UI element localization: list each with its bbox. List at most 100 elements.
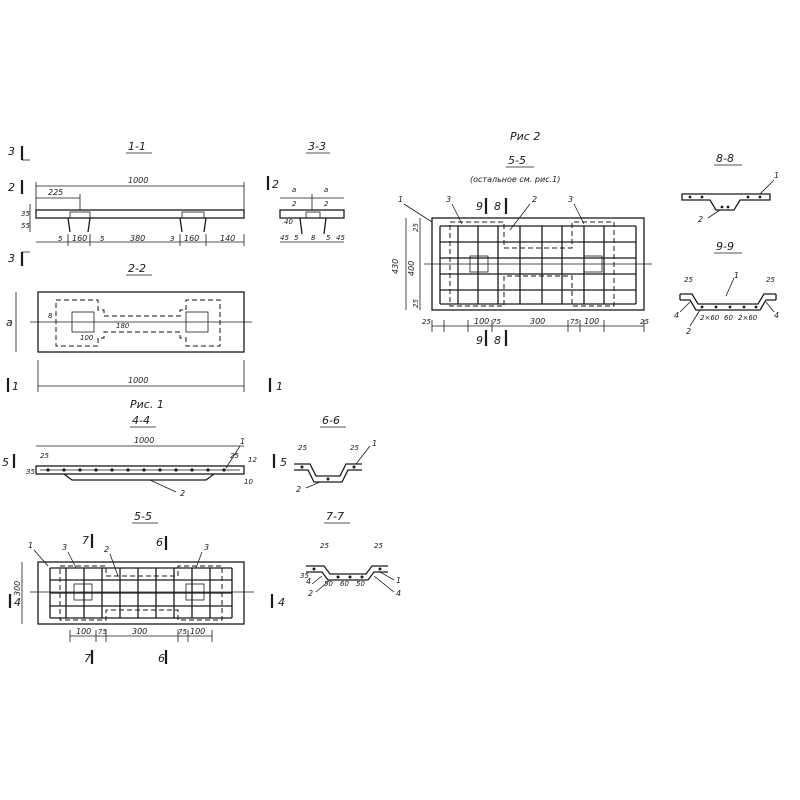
section-title-2-2: 2-2 — [128, 262, 146, 275]
section-title-1-1: 1-1 — [128, 140, 146, 153]
pos-5-5a-3b: 3 — [204, 543, 209, 552]
rebar-grid-fig2 — [439, 225, 637, 305]
pos-9-9-4a: 4 — [674, 311, 679, 320]
dim-5-5b-25a: 25 — [412, 223, 420, 232]
dim-5-5a-300-len: 300 — [132, 627, 147, 636]
cut-mark-3-bottom: 3 — [8, 252, 15, 265]
cut-mark-9-top: 9 — [476, 200, 483, 213]
dim-9-9-60: 60 — [724, 314, 733, 322]
view-section-8-8: 8-8 1 2 — [681, 152, 779, 224]
dim-2-2-a: a — [6, 316, 13, 329]
section-title-8-8: 8-8 — [716, 152, 734, 165]
dim-5-5b-300: 300 — [530, 317, 545, 326]
dim-4-4-10: 10 — [244, 478, 253, 486]
pos-4-4-1: 1 — [240, 437, 245, 446]
pos-9-9-4b: 4 — [774, 311, 779, 320]
dim-1-1-225: 225 — [48, 188, 63, 197]
pos-5-5b-3b: 3 — [568, 195, 573, 204]
pos-8-8-2: 2 — [698, 215, 703, 224]
figure-1-caption: Рис. 1 — [130, 398, 164, 411]
dim-7-7-35: 35 — [300, 572, 309, 580]
dim-1-1-140: 140 — [220, 234, 235, 243]
dim-1-1-5b: 5 — [100, 235, 105, 243]
view-section-2-2: 2-2 100 180 8 a 1000 1 1 — [6, 262, 283, 393]
dim-9-9-2x60b: 2×60 — [738, 314, 758, 322]
cut-mark-8-bottom: 8 — [494, 334, 501, 347]
rebar-dots-4-4 — [46, 468, 226, 472]
section-title-4-4: 4-4 — [132, 414, 150, 427]
section-title-6-6: 6-6 — [322, 414, 340, 427]
pos-8-8-1: 1 — [774, 171, 779, 180]
cut-mark-1-left: 1 — [12, 380, 19, 393]
dim-3-3-2-right: 2 — [324, 200, 329, 208]
dim-7-7-50a: 50 — [324, 580, 333, 588]
cut-mark-2-3-3: 2 — [272, 178, 279, 191]
figure-2-note: (остальное см. рис.1) — [470, 175, 560, 184]
cut-mark-5-right: 5 — [280, 456, 287, 469]
dim-3-3-5a: 5 — [294, 234, 299, 242]
dim-5-5b-100b: 100 — [584, 317, 599, 326]
dim-1-1-160a: 160 — [72, 234, 87, 243]
pos-7-7-4a: 4 — [306, 577, 311, 586]
pos-9-9-2: 2 — [686, 327, 691, 336]
dim-1-1-160b: 160 — [184, 234, 199, 243]
dim-3-3-a-left: a — [292, 186, 296, 194]
dim-4-4-25a: 25 — [40, 452, 49, 460]
dim-1-1-3: 3 — [170, 235, 174, 243]
pos-7-7-2: 2 — [308, 589, 313, 598]
dim-9-9-25b: 25 — [766, 276, 775, 284]
pos-7-7-4b: 4 — [396, 589, 401, 598]
dim-5-5b-75a: 75 — [492, 318, 501, 326]
cut-mark-1-right: 1 — [276, 380, 283, 393]
figure-2-caption: Рис 2 — [510, 130, 540, 143]
dim-5-5a-75a: 75 — [98, 628, 107, 636]
dim-3-3-2-left: 2 — [292, 200, 297, 208]
dim-4-4-length: 1000 — [134, 436, 154, 445]
dim-2-2-180: 180 — [116, 322, 130, 330]
view-section-9-9: 9-9 25 25 1 2×60 60 2×60 4 4 2 — [674, 240, 779, 336]
pos-5-5a-3a: 3 — [62, 543, 67, 552]
rebar-grid-fig1 — [49, 567, 233, 619]
dim-7-7-50b: 50 — [356, 580, 365, 588]
dim-5-5b-400: 400 — [407, 261, 416, 276]
cut-mark-6-bottom: 6 — [158, 652, 165, 665]
dim-3-3-45a: 45 — [280, 234, 289, 242]
pos-4-4-2: 2 — [180, 489, 185, 498]
section-title-3-3: 3-3 — [308, 140, 326, 153]
dim-5-5a-300: 300 — [13, 581, 22, 596]
dim-6-6-25a: 25 — [298, 444, 307, 452]
cut-mark-5-left: 5 — [2, 456, 9, 469]
dim-9-9-25a: 25 — [684, 276, 693, 284]
view-section-1-1: 1-1 1000 225 5 160 5 380 3 160 140 35 55… — [8, 140, 245, 266]
dim-4-4-35: 35 — [26, 468, 35, 476]
cut-mark-7-top: 7 — [82, 534, 89, 547]
dim-5-5b-25c: 25 — [422, 318, 431, 326]
section-title-5-5-fig1: 5-5 — [134, 510, 152, 523]
pos-7-7-1: 1 — [396, 576, 401, 585]
pos-5-5b-1: 1 — [398, 195, 403, 204]
dim-5-5b-100a: 100 — [474, 317, 489, 326]
dim-3-3-a-right: a — [324, 186, 328, 194]
section-title-7-7: 7-7 — [326, 510, 344, 523]
pos-5-5a-1: 1 — [28, 541, 33, 550]
dim-5-5b-25d: 25 — [640, 318, 649, 326]
view-section-5-5-fig1: 5-5 1 3 2 3 7 7 6 6 300 100 75 300 — [8, 510, 285, 665]
cut-mark-3-top: 3 — [8, 145, 15, 158]
view-section-3-3: 3-3 a 2 a 2 40 45 5 8 5 45 2 — [266, 140, 345, 243]
dim-7-7-25a: 25 — [320, 542, 329, 550]
dim-5-5b-430: 430 — [391, 259, 400, 274]
dim-2-2-length: 1000 — [128, 376, 148, 385]
pos-6-6-2: 2 — [296, 485, 301, 494]
dim-2-2-8: 8 — [48, 312, 53, 320]
cut-mark-9-bottom: 9 — [476, 334, 483, 347]
dim-5-5b-25b: 25 — [412, 299, 420, 308]
cut-mark-6-top: 6 — [156, 536, 163, 549]
cut-mark-8-top: 8 — [494, 200, 501, 213]
pos-6-6-1: 1 — [372, 439, 377, 448]
view-section-6-6: 6-6 25 25 1 2 — [294, 414, 377, 494]
cut-mark-4-left: 4 — [14, 596, 21, 609]
view-section-4-4: 4-4 1000 25 25 12 10 35 1 2 5 5 — [2, 414, 287, 498]
cut-mark-4-right: 4 — [278, 596, 285, 609]
dim-1-1-5a: 5 — [58, 235, 63, 243]
